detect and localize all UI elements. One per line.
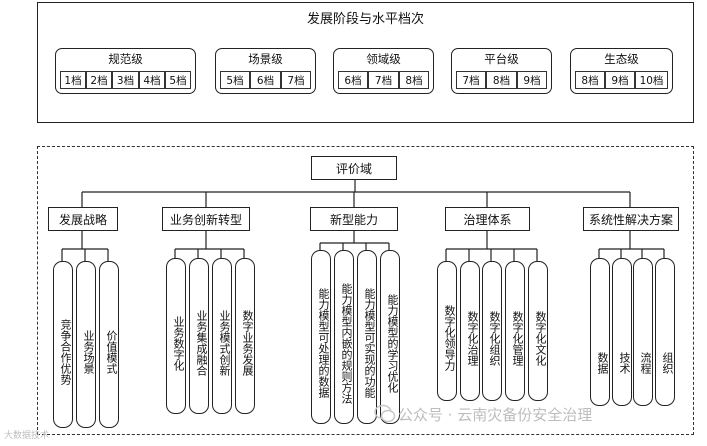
level-cell: 3档 — [112, 71, 139, 89]
watermark-text: 公众号 · 云南灾备份安全治理 — [398, 406, 593, 424]
leaf-node: 能力模型内嵌的规则方法 — [334, 250, 354, 424]
level-cell: 10档 — [635, 71, 668, 89]
category-node: 治理体系 — [445, 207, 530, 231]
leaf-node: 业务集成融合 — [189, 258, 209, 414]
leaf-node: 业务数字化 — [166, 258, 186, 414]
level-cell: 8档 — [575, 71, 605, 89]
domain-node: 评价域 — [311, 156, 397, 180]
level-cell: 6档 — [250, 71, 281, 89]
stage-label-5: 生态级 — [604, 52, 639, 66]
leaf-node: 数字化文化 — [528, 261, 548, 401]
level-cell: 9档 — [605, 71, 635, 89]
level-cell: 6档 — [338, 71, 368, 89]
category-node: 新型能力 — [310, 207, 398, 231]
level-cell: 9档 — [517, 71, 547, 89]
stage-label-2: 场景级 — [248, 52, 283, 66]
leaf-node: 数据 — [590, 258, 610, 406]
level-cell: 7档 — [368, 71, 399, 89]
leaf-node: 竞争合作优势 — [53, 261, 73, 428]
level-cell: 8档 — [399, 71, 429, 89]
leaf-node: 能力模型可实现的功能 — [357, 250, 377, 424]
stage-level-title: 发展阶段与水平档次 — [306, 11, 424, 27]
stage-label-3: 领域级 — [366, 52, 401, 66]
leaf-node: 数字化治理 — [460, 261, 480, 401]
leaf-node: 业务模式创新 — [212, 258, 232, 414]
leaf-node: 数字化领导力 — [437, 261, 457, 401]
leaf-node: 业务场景 — [76, 261, 96, 428]
category-node: 业务创新转型 — [162, 207, 250, 231]
level-cell: 5档 — [165, 71, 191, 89]
level-cell: 2档 — [86, 71, 112, 89]
leaf-node: 技术 — [612, 258, 632, 406]
evaluation-panel — [37, 146, 694, 435]
corner-watermark: 大数据技术 — [4, 431, 50, 441]
level-cell: 1档 — [60, 71, 86, 89]
level-cell: 8档 — [486, 71, 517, 89]
leaf-node: 数字化管理 — [505, 261, 525, 401]
stage-label-4: 平台级 — [484, 52, 519, 66]
stage-label-1: 规范级 — [108, 52, 143, 66]
wechat-icon — [374, 404, 396, 424]
leaf-node: 能力模型的学习优化 — [380, 250, 400, 424]
leaf-node: 数字业务发展 — [235, 258, 255, 414]
leaf-node: 流程 — [633, 258, 653, 406]
category-node: 系统性解决方案 — [583, 207, 679, 231]
leaf-node: 价值模式 — [99, 261, 119, 428]
stage-level-panel — [37, 2, 694, 123]
leaf-node: 能力模型可处理的数据 — [311, 250, 331, 424]
level-cell: 7档 — [456, 71, 486, 89]
category-node: 发展战略 — [48, 207, 118, 231]
leaf-node: 数字化组织 — [482, 261, 502, 401]
level-cell: 4档 — [139, 71, 165, 89]
leaf-node: 组织 — [655, 258, 675, 406]
level-cell: 5档 — [220, 71, 250, 89]
level-cell: 7档 — [281, 71, 311, 89]
